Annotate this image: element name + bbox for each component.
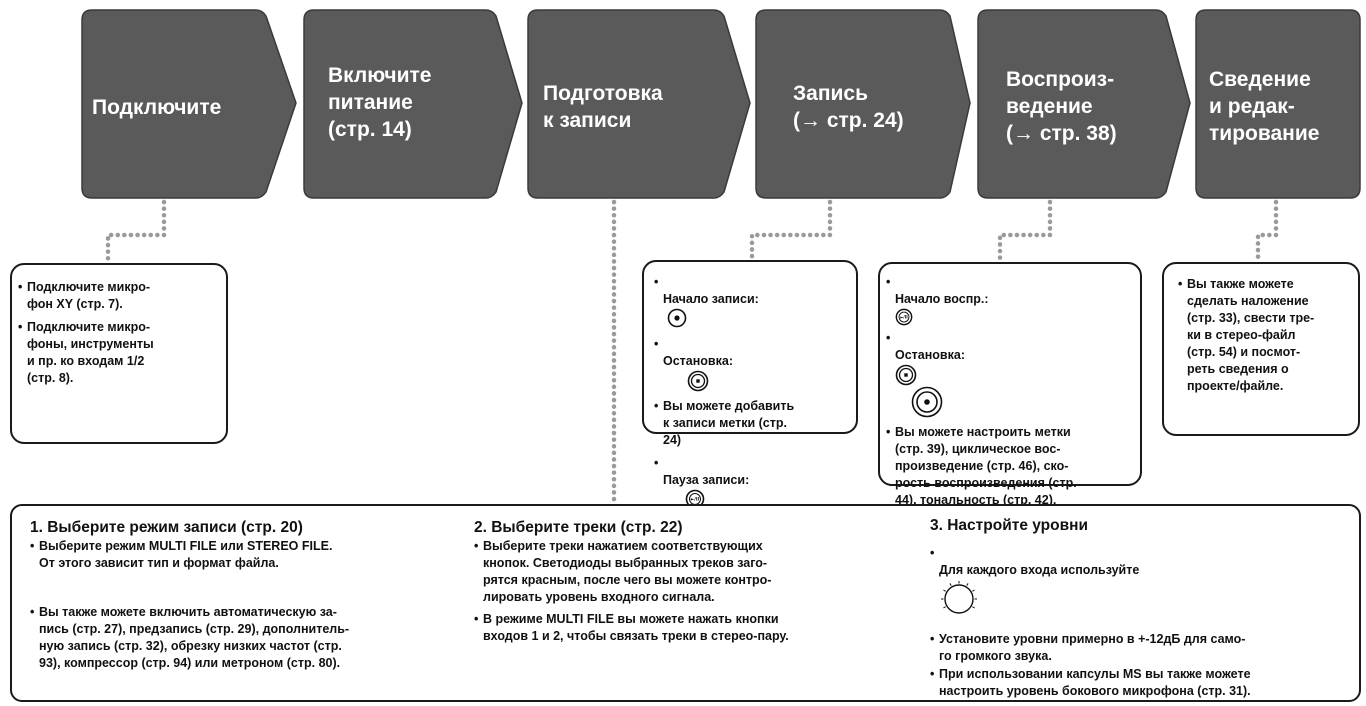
record-start-item: Начало записи: <box>654 274 850 328</box>
step-arrow-power <box>303 9 523 199</box>
record-button-icon <box>667 308 687 328</box>
step-arrow-record <box>755 9 971 199</box>
stop-button-icon <box>687 370 709 392</box>
connect-info-box: Подключите микро- фон XY (стр. 7). Подкл… <box>10 263 228 444</box>
step-arrows <box>81 9 1361 199</box>
section-record-mode-item: Вы также можете включить автоматическую … <box>30 604 480 672</box>
play-pause-button-icon: ►/II <box>895 308 913 326</box>
step-label-record: Запись (→ стр. 24) <box>793 82 904 132</box>
record-info-box: Начало записи: Остановка: Вы можете доба… <box>642 260 858 509</box>
stop-button-icon <box>895 364 917 386</box>
section-set-levels-item: При использовании капсулы MS вы также мо… <box>930 666 1356 700</box>
section-record-mode: 1. Выберите режим записи (стр. 20) Выбер… <box>30 518 480 672</box>
level-knob-icon <box>941 581 977 614</box>
step-label-prepare: Подготовка к записи <box>543 82 663 132</box>
step-arrow-connect <box>81 9 297 199</box>
section-record-mode-item: Выберите режим MULTI FILE или STEREO FIL… <box>30 538 480 572</box>
record-pause-label: Пауза записи: <box>663 473 750 487</box>
record-start-label: Начало записи: <box>663 292 759 306</box>
dotted-connectors <box>105 199 1279 503</box>
record-pause-item: Пауза записи: ►/II <box>654 455 850 509</box>
play-stop-label: Остановка: <box>895 348 965 362</box>
svg-text:►/II: ►/II <box>691 497 700 503</box>
section-select-tracks: 2. Выберите треки (стр. 22) Выберите тре… <box>474 518 934 645</box>
section-record-mode-title: 1. Выберите режим записи (стр. 20) <box>30 519 303 536</box>
section-set-levels-title: 3. Настройте уровни <box>930 517 1089 534</box>
section-set-levels-item: Установите уровни примерно в +-12дБ для … <box>930 631 1356 665</box>
section-set-levels-text: Для каждого входа используйте <box>939 563 1140 577</box>
connect-item: Подключите микро- фон XY (стр. 7). <box>18 279 220 313</box>
step-arrow-play <box>977 9 1191 199</box>
step-arrow-prepare <box>527 9 751 199</box>
step-label-play: Воспроиз- ведение (→ стр. 38) <box>1006 68 1117 145</box>
step-arrow-mix <box>1195 9 1361 199</box>
play-start-item: Начало воспр.: ►/II <box>886 274 1134 326</box>
connector-connect <box>105 199 167 265</box>
section-select-tracks-title: 2. Выберите треки (стр. 22) <box>474 519 683 536</box>
record-button-icon <box>911 386 943 418</box>
mix-item: Вы также можете сделать наложение (стр. … <box>1178 276 1352 395</box>
connect-item: Подключите микро- фоны, инструменты и пр… <box>18 319 220 387</box>
connector-mix <box>1255 199 1279 261</box>
playback-info-box: Начало воспр.: ►/II Остановка: Вы можете… <box>878 262 1142 541</box>
connector-play <box>997 199 1053 263</box>
play-start-label: Начало воспр.: <box>895 292 989 306</box>
step-label-power: Включите питание (стр. 14) <box>328 64 432 141</box>
record-marks-item: Вы можете добавить к записи метки (стр. … <box>654 398 850 449</box>
step-label-mix: Сведение и редак- тирование <box>1209 68 1320 145</box>
section-select-tracks-item: Выберите треки нажатием соответствующих … <box>474 538 934 606</box>
step-label-connect: Подключите <box>92 96 222 119</box>
record-stop-label: Остановка: <box>663 354 733 368</box>
section-set-levels: 3. Настройте уровни Для каждого входа ис… <box>930 516 1356 700</box>
section-set-levels-item: Для каждого входа используйте <box>930 545 1356 619</box>
connector-record <box>749 199 833 263</box>
svg-text:►/II: ►/II <box>900 314 908 319</box>
play-stop-item: Остановка: <box>886 330 1134 418</box>
section-select-tracks-item: В режиме MULTI FILE вы можете нажать кно… <box>474 611 934 645</box>
mix-info-box: Вы также можете сделать наложение (стр. … <box>1162 262 1360 436</box>
record-stop-item: Остановка: <box>654 336 850 392</box>
bottom-steps-panel: 1. Выберите режим записи (стр. 20) Выбер… <box>10 504 1361 702</box>
